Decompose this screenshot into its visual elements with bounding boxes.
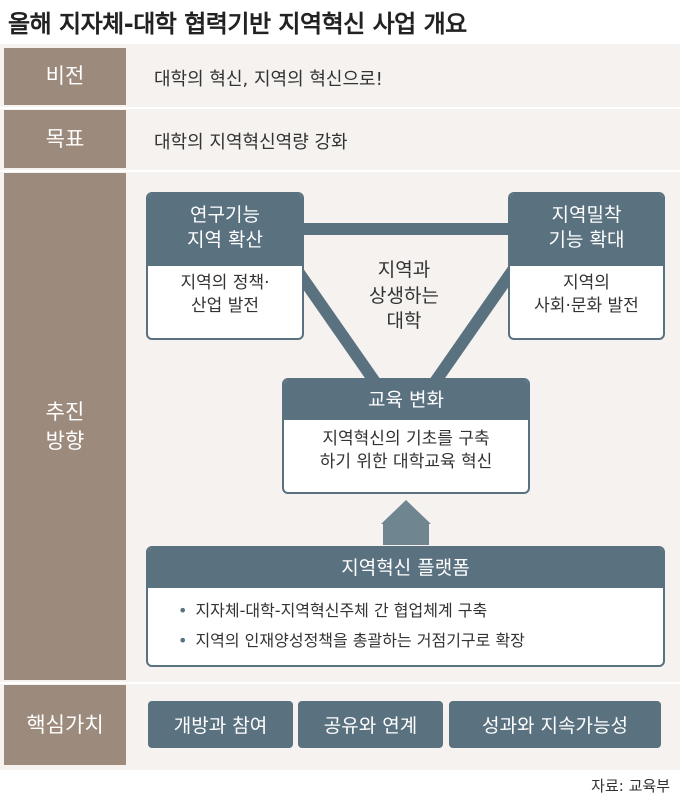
education-box: 교육 변화 지역혁신의 기초를 구축 하기 위한 대학교육 혁신 [282,378,530,494]
core-value-sustainability: 성과와 지속가능성 [449,701,661,748]
vision-label: 비전 [4,48,126,105]
platform-item-text: 지자체-대학-지역혁신주체 간 협업체계 구축 [195,601,488,620]
up-arrow-icon [381,500,431,545]
center-line2: 상생하는 [369,284,439,307]
community-box: 지역밀착 기능 확대 지역의 사회·문화 발전 [508,192,665,340]
row-divider [0,170,680,172]
center-line3: 대학 [386,310,422,333]
direction-label: 추진 방향 [4,173,126,680]
education-body-line2: 하기 위한 대학교육 혁신 [319,451,493,472]
row-divider [0,682,680,684]
bullet-icon: • [178,601,188,620]
core-value-sharing: 공유와 연계 [298,701,443,748]
right-connector [430,256,525,386]
core-value-openness: 개방과 참여 [148,701,293,748]
page-title: 올해 지자체-대학 협력기반 지역혁신 사업 개요 [8,10,467,38]
platform-title: 지역혁신 플랫폼 [148,548,663,588]
community-body-line2: 사회·문화 발전 [534,295,639,316]
direction-label-line2: 방향 [45,428,85,453]
education-title: 교육 변화 [284,380,528,420]
platform-box: 지역혁신 플랫폼 • 지자체-대학-지역혁신주체 간 협업체계 구축 • 지역의 인… [146,546,665,667]
education-body-line1: 지역혁신의 기초를 구축 [322,429,490,449]
center-caption: 지역과 상생하는 대학 [344,258,464,335]
bullet-icon: • [178,631,188,650]
research-box: 연구기능 지역 확산 지역의 정책· 산업 발전 [146,192,304,340]
community-title-line2: 기능 확대 [548,228,625,251]
research-title-line2: 지역 확산 [187,228,263,251]
goal-text: 대학의 지역혁신역량 강화 [154,132,348,153]
platform-list: • 지자체-대학-지역혁신주체 간 협업체계 구축 • 지역의 인재양성정책을 총괄… [148,588,663,656]
research-title-line1: 연구기능 [190,204,260,226]
platform-item-text: 지역의 인재양성정책을 총괄하는 거점기구로 확장 [195,631,525,650]
source-note: 자료: 교육부 [591,777,670,795]
core-values-label: 핵심가치 [4,685,126,765]
center-line1: 지역과 [377,259,431,281]
direction-label-line1: 추진 [45,400,85,425]
community-title-line1: 지역밀착 [551,204,622,226]
research-body-line2: 산업 발전 [191,295,259,316]
goal-label: 목표 [4,110,126,168]
research-body-line1: 지역의 정책· [180,273,270,293]
list-item: • 지자체-대학-지역혁신주체 간 협업체계 구축 [178,596,663,626]
vision-text: 대학의 혁신, 지역의 혁신으로! [154,69,383,90]
row-divider [0,107,680,109]
list-item: • 지역의 인재양성정책을 총괄하는 거점기구로 확장 [178,626,663,656]
left-connector [285,256,380,386]
community-body-line1: 지역의 [563,273,610,293]
